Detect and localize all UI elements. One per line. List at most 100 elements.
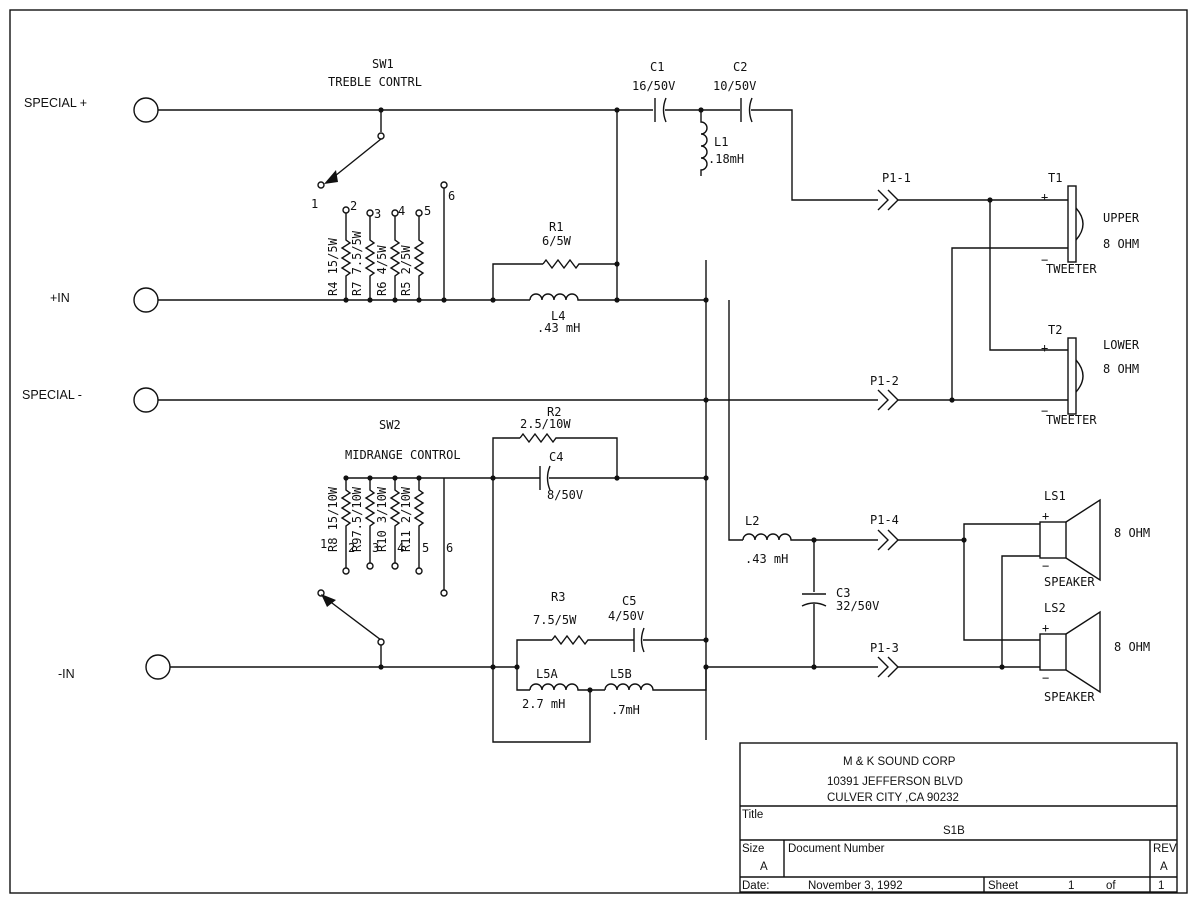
l2-label: L2 bbox=[745, 514, 759, 528]
sw1-pos-1: 1 bbox=[311, 197, 318, 211]
c5-label: C5 bbox=[622, 594, 636, 608]
special-plus-wiring bbox=[158, 107, 653, 300]
sw1-pos-6: 6 bbox=[448, 189, 455, 203]
in-minus-wiring: R3 7.5/5W C5 4/50V L5A 2.7 mH L5B .7mH bbox=[170, 590, 878, 743]
special-plus-label: SPECIAL + bbox=[24, 96, 87, 110]
ls2-impedance: 8 OHM bbox=[1114, 640, 1150, 654]
date-value: November 3, 1992 bbox=[808, 880, 903, 892]
in-plus-wiring: R1 6/5W L4 .43 mH bbox=[158, 220, 709, 335]
r4-label: R4 15/5W bbox=[326, 237, 340, 296]
r2-label: R2 bbox=[547, 405, 561, 419]
t1-position: UPPER bbox=[1103, 211, 1140, 225]
l5a-label: L5A bbox=[536, 667, 558, 681]
c2-label: C2 bbox=[733, 60, 747, 74]
tweeter-wiring bbox=[898, 197, 1068, 403]
sw1-pos-4: 4 bbox=[398, 204, 405, 218]
speaker-ls2: LS2 + − 8 OHM SPEAKER bbox=[1039, 601, 1150, 704]
c2-value: 10/50V bbox=[713, 79, 756, 93]
r2-c4-network: R2 2.5/10W C4 8/50V bbox=[490, 405, 709, 667]
ls2-minus: − bbox=[1042, 671, 1049, 685]
tweeter-t2: T2 + − LOWER 8 OHM TWEETER bbox=[1041, 323, 1140, 427]
t1-impedance: 8 OHM bbox=[1103, 237, 1139, 251]
l1-value: .18mH bbox=[708, 152, 744, 166]
company-address-2: CULVER CITY ,CA 90232 bbox=[827, 792, 959, 804]
l1-label: L1 bbox=[714, 135, 728, 149]
l2-c3-network: L2 .43 mH C3 32/50V bbox=[728, 300, 879, 667]
t1-plus: + bbox=[1041, 190, 1048, 204]
ls1-name: LS1 bbox=[1044, 489, 1066, 503]
plug-connectors: P1-1 P1-2 P1-4 P1-3 bbox=[870, 171, 911, 678]
t2-position: LOWER bbox=[1103, 338, 1140, 352]
switch-sw1: SW1 TREBLE CONTRL 1 2 3 4 5 6 R4 15/5W R… bbox=[311, 57, 455, 300]
plug-p1-3: P1-3 bbox=[870, 641, 899, 655]
ls1-minus: − bbox=[1042, 559, 1049, 573]
sheet-label: Sheet bbox=[988, 880, 1019, 892]
sw2-pos-5: 5 bbox=[422, 541, 429, 555]
size-value: A bbox=[760, 861, 768, 873]
special-minus-jack bbox=[133, 387, 159, 413]
c4-label: C4 bbox=[549, 450, 563, 464]
in-minus-label: -IN bbox=[58, 667, 75, 681]
c3-label: C3 bbox=[836, 586, 850, 600]
r2-value: 2.5/10W bbox=[520, 417, 571, 431]
r10-label: R10 3/10W bbox=[375, 486, 389, 552]
l4-value: .43 mH bbox=[537, 321, 580, 335]
ls2-type: SPEAKER bbox=[1044, 690, 1095, 704]
special-minus-label: SPECIAL - bbox=[22, 388, 82, 402]
sw2-desc: MIDRANGE CONTROL bbox=[345, 448, 461, 462]
size-label: Size bbox=[742, 843, 764, 855]
document-number-label: Document Number bbox=[788, 843, 885, 855]
r5-label: R5 2/5W bbox=[399, 245, 413, 296]
sw2-pos-2: 2 bbox=[348, 541, 355, 555]
r3-value: 7.5/5W bbox=[533, 613, 577, 627]
l5b-label: L5B bbox=[610, 667, 632, 681]
sw1-pos-5: 5 bbox=[424, 204, 431, 218]
ls1-plus: + bbox=[1042, 509, 1049, 523]
rev-value: A bbox=[1160, 861, 1168, 873]
title-block: M & K SOUND CORP 10391 JEFFERSON BLVD CU… bbox=[739, 742, 1178, 893]
t2-plus: + bbox=[1041, 341, 1048, 355]
speaker-wiring bbox=[898, 523, 1040, 670]
page-border bbox=[9, 9, 1188, 894]
company-name: M & K SOUND CORP bbox=[843, 756, 956, 768]
ls1-impedance: 8 OHM bbox=[1114, 526, 1150, 540]
sw1-pos-3: 3 bbox=[374, 207, 381, 221]
r9-label: R97.5/10W bbox=[350, 486, 364, 552]
plug-p1-4: P1-4 bbox=[870, 513, 899, 527]
t1-type: TWEETER bbox=[1046, 262, 1097, 276]
of-label: of bbox=[1106, 880, 1116, 892]
r6-label: R6 4/5W bbox=[375, 245, 389, 296]
t2-minus: − bbox=[1041, 404, 1048, 418]
sw1-pos-2: 2 bbox=[350, 199, 357, 213]
title-label: Title bbox=[742, 809, 763, 821]
l5a-value: 2.7 mH bbox=[522, 697, 565, 711]
sw2-pos-3: 3 bbox=[372, 541, 379, 555]
c4-value: 8/50V bbox=[547, 488, 583, 502]
l4-label: L4 bbox=[551, 309, 565, 323]
r8-label: R8 15/10W bbox=[326, 486, 340, 552]
company-address-1: 10391 JEFFERSON BLVD bbox=[827, 776, 963, 788]
r1-label: R1 bbox=[549, 220, 563, 234]
r11-label: R11 2/10W bbox=[399, 486, 413, 552]
in-plus-label: +IN bbox=[50, 291, 70, 305]
sw2-name: SW2 bbox=[379, 418, 401, 432]
ls2-name: LS2 bbox=[1044, 601, 1066, 615]
r7-label: R7 7.5/5W bbox=[350, 230, 364, 296]
l5b-value: .7mH bbox=[611, 703, 640, 717]
sw2-pos-4: 4 bbox=[397, 541, 404, 555]
capacitor-c1: C1 16/50V bbox=[632, 60, 740, 123]
sw1-name: SW1 bbox=[372, 57, 394, 71]
c1-label: C1 bbox=[650, 60, 664, 74]
speaker-ls1: LS1 + − 8 OHM SPEAKER bbox=[1039, 489, 1150, 589]
ls2-plus: + bbox=[1042, 621, 1049, 635]
rev-label: REV bbox=[1153, 843, 1177, 855]
capacitor-c2: C2 10/50V bbox=[713, 60, 878, 201]
inductor-l1: L1 .18mH bbox=[700, 110, 744, 740]
t2-type: TWEETER bbox=[1046, 413, 1097, 427]
t1-name: T1 bbox=[1048, 171, 1062, 185]
special-plus-jack bbox=[133, 97, 159, 123]
ls1-type: SPEAKER bbox=[1044, 575, 1095, 589]
plug-p1-2: P1-2 bbox=[870, 374, 899, 388]
